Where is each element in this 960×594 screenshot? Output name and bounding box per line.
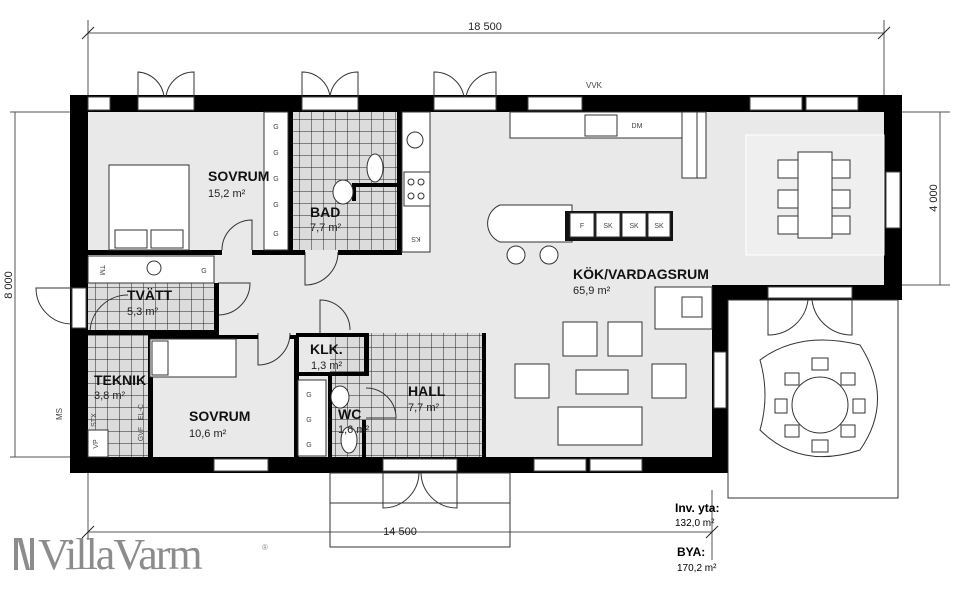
svg-text:G: G (273, 176, 278, 183)
wardrobes (263, 111, 327, 457)
svg-text:G: G (306, 442, 311, 449)
fridge-label: F (580, 223, 584, 230)
inv-area-label: Inv. yta: (675, 501, 719, 515)
cabinet-label: SK (654, 223, 664, 230)
dimension-bottom: 14 500 (383, 526, 417, 538)
interior-walls (88, 112, 486, 457)
ms-label: MS (55, 408, 64, 420)
conservatory-table (759, 339, 878, 458)
porch-outlines (329, 299, 899, 548)
svg-text:G: G (273, 231, 278, 238)
elc-label: EL-C (138, 404, 145, 420)
room-area: 15,2 m² (208, 188, 246, 200)
svg-text:G: G (273, 202, 278, 209)
dimension-left: 8 000 (3, 271, 15, 299)
room-name: HALL (408, 383, 446, 399)
dishwasher-label: DM (632, 123, 643, 130)
room-name: TEKNIK (94, 372, 146, 388)
vvk-label: VVK (586, 81, 603, 90)
laundry-tiles (88, 283, 218, 333)
bya-value: 170,2 m² (677, 563, 717, 574)
room-area: 7,7 m² (408, 402, 440, 414)
room-name: TVÄTT (127, 287, 173, 303)
freezer-label: KS (411, 235, 421, 242)
villavarm-logo: VillaVarm ® (14, 530, 268, 579)
room-name: WC (338, 406, 361, 422)
svg-text:G: G (273, 124, 278, 131)
room-area: 1,6 m² (338, 424, 370, 436)
bedroom-furniture (108, 164, 237, 378)
dining-table (745, 134, 885, 256)
windows (71, 96, 901, 472)
room-area: 10,6 m² (189, 428, 227, 440)
cabinet-label: SK (603, 223, 613, 230)
logo-text: VillaVarm (38, 530, 202, 579)
room-name: BAD (310, 204, 340, 220)
logo-mark: ® (262, 543, 268, 552)
svg-text:G: G (273, 150, 278, 157)
heatpump-label: VP (93, 439, 100, 449)
stx-label: STX (91, 413, 98, 427)
room-name: SOVRUM (208, 168, 269, 184)
room-area: 5,3 m² (127, 306, 159, 318)
room-area: 65,9 m² (573, 285, 611, 297)
svg-text:G: G (201, 268, 206, 275)
gvf-label: GVF (138, 427, 145, 441)
room-area: 1,3 m² (311, 360, 343, 372)
laundry-counter (87, 255, 215, 284)
dimension-right: 4 000 (928, 184, 940, 212)
inv-area-value: 132,0 m² (675, 518, 715, 529)
room-area: 7,7 m² (310, 222, 342, 234)
room-name: KLK. (310, 341, 343, 357)
kitchen (401, 111, 713, 330)
washer-label: TM (98, 265, 105, 275)
cabinet-label: SK (629, 223, 639, 230)
door-swings (35, 71, 853, 509)
svg-text:G: G (306, 417, 311, 424)
bathroom-fixtures (330, 153, 384, 454)
wardrobe-labels: G G G G G G G G G (201, 124, 311, 449)
dimension-lines (10, 20, 950, 560)
room-area: 3,8 m² (94, 390, 126, 402)
drain-icon (146, 260, 162, 276)
room-name: SOVRUM (189, 408, 250, 424)
svg-text:G: G (306, 392, 311, 399)
bya-label: BYA: (677, 545, 705, 559)
dimension-top: 18 500 (468, 21, 502, 33)
room-name: KÖK/VARDAGSRUM (573, 266, 709, 282)
living-room-furniture (514, 321, 687, 446)
